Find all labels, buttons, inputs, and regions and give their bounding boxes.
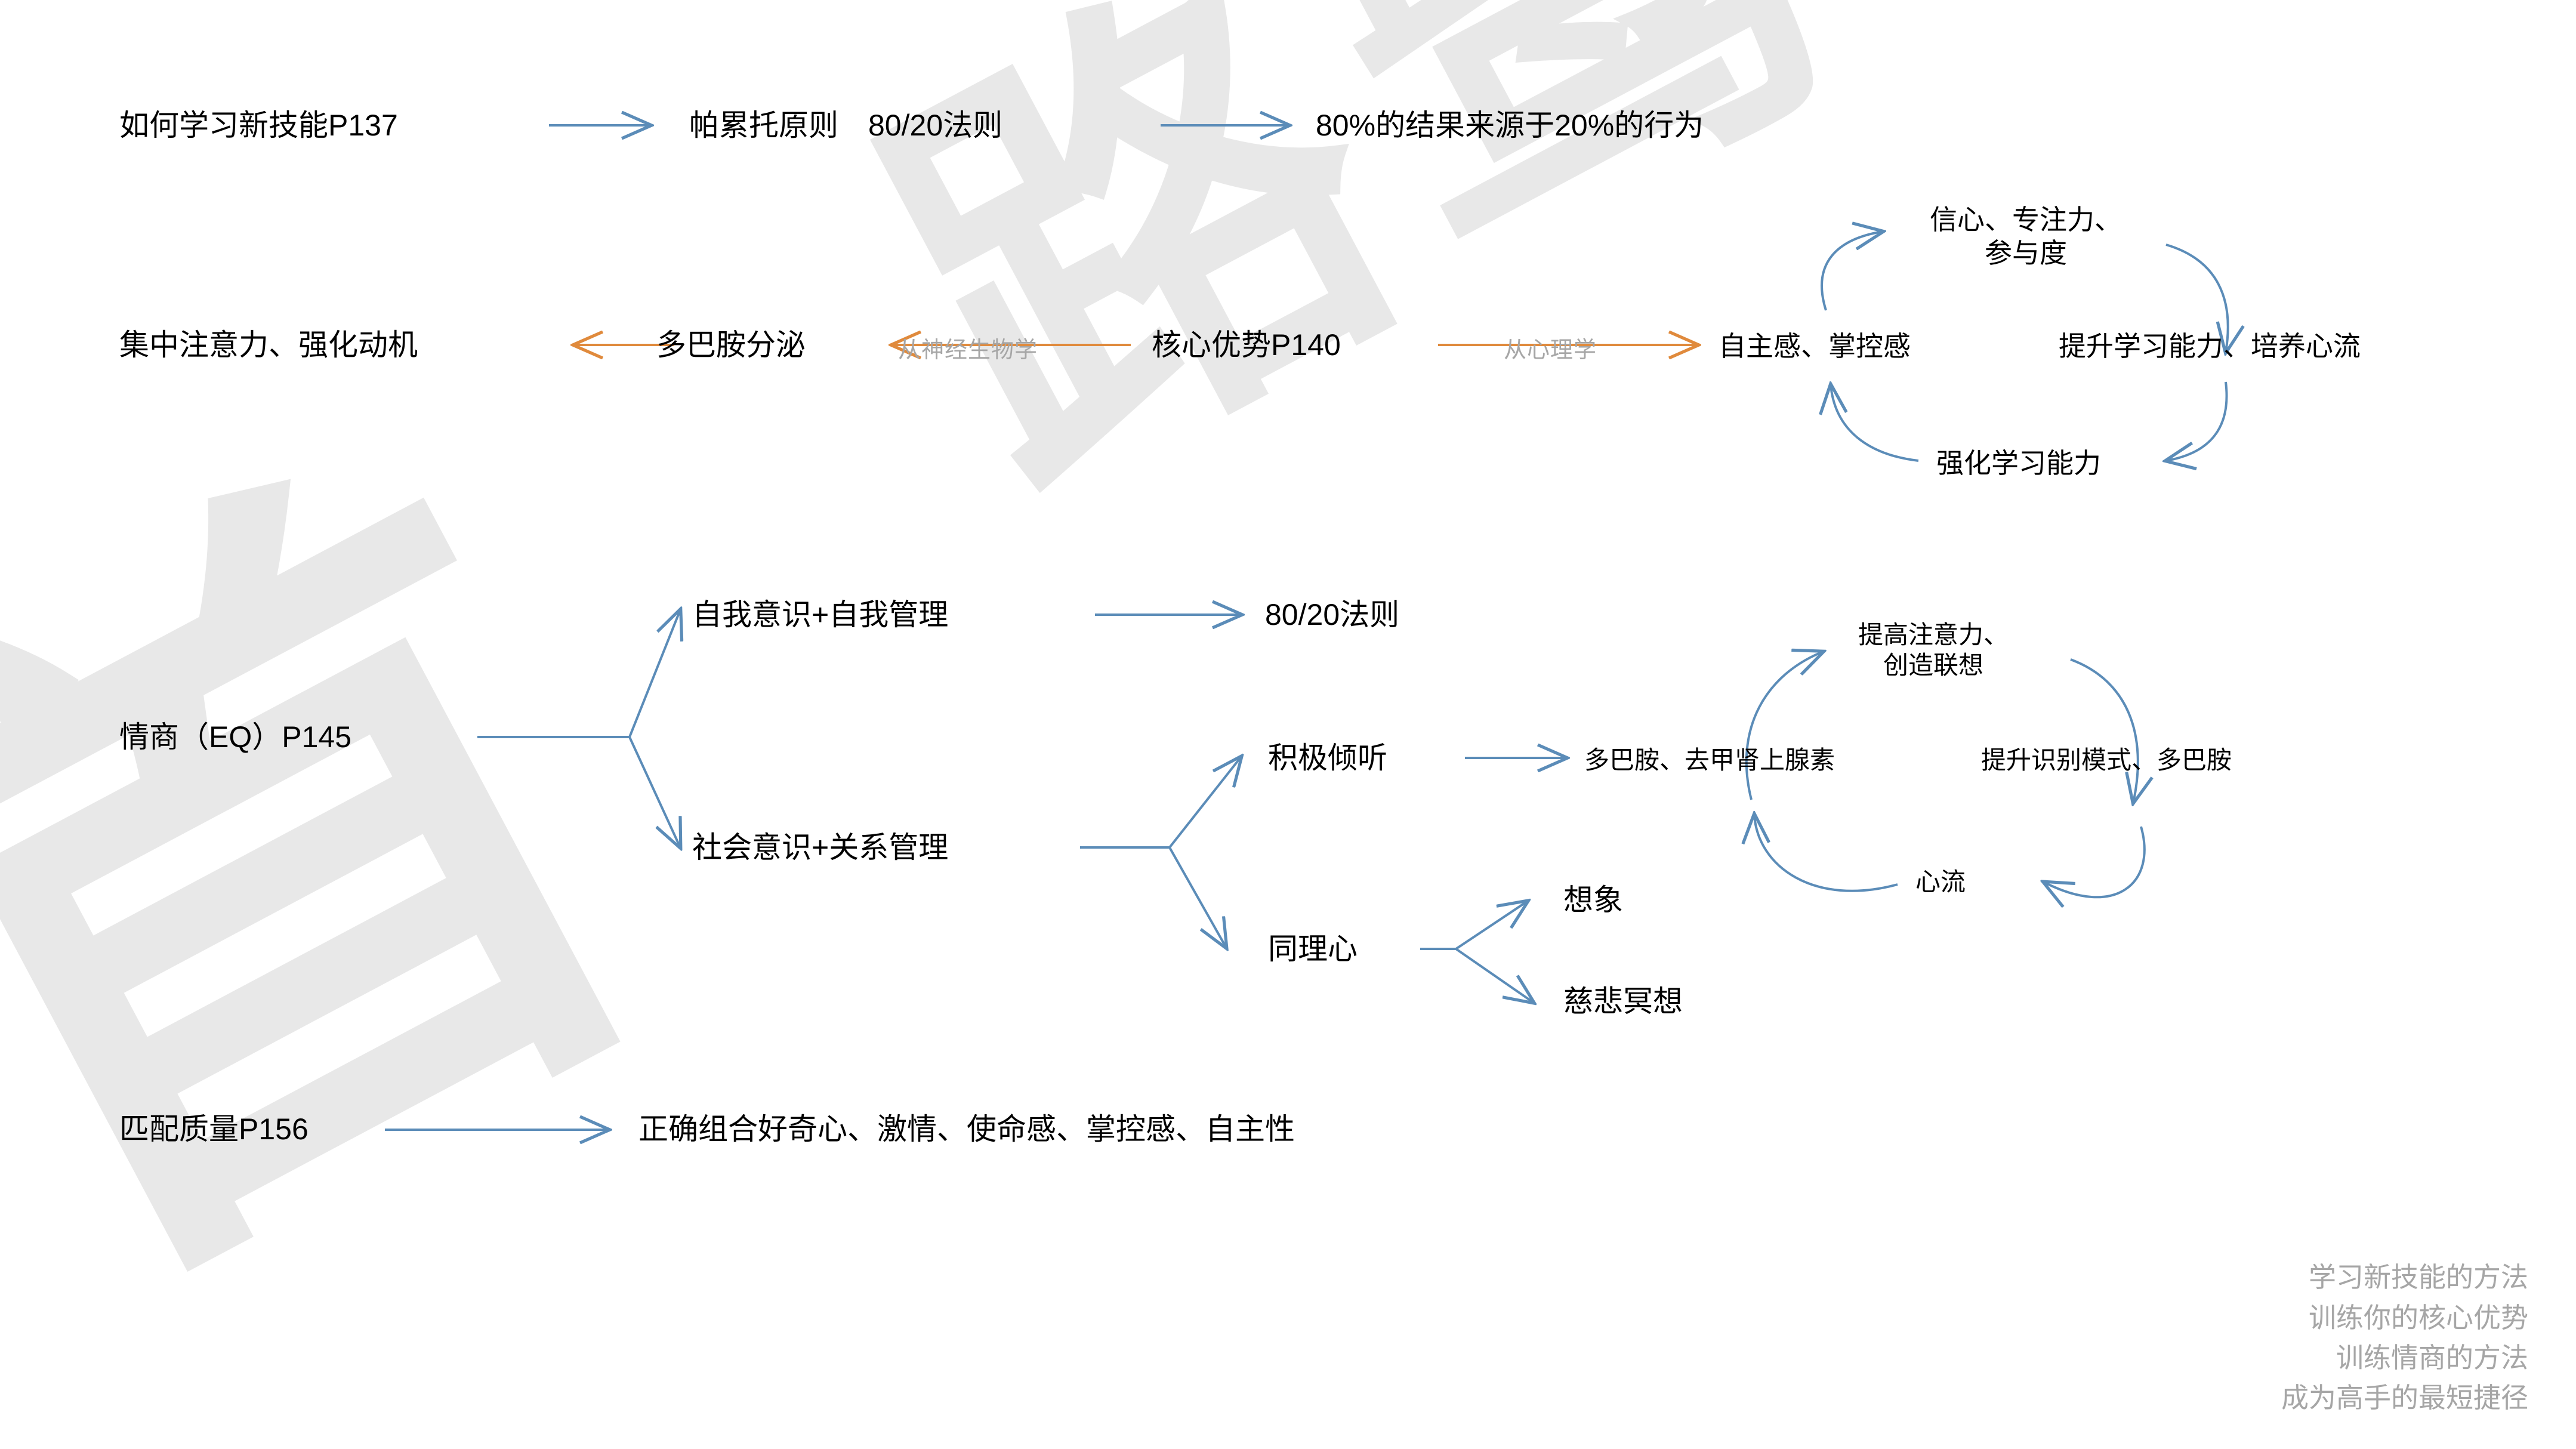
node-correct-combination[interactable]: 正确组合好奇心、激情、使命感、掌控感、自主性 [638,1112,1295,1146]
cycle-bottom-line2: 创造联想 [1883,651,1983,680]
footer-line-3: 训练情商的方法 [2336,1342,2528,1373]
node-8020-rule[interactable]: 80/20法则 [1265,598,1400,631]
edge-label-from-neurobiology: 从神经生物学 [898,338,1038,363]
footer-line-2: 训练你的核心优势 [2309,1302,2528,1333]
link-empathy-to-meditation [1420,948,1534,1003]
link-social-to-listen [1080,757,1241,849]
node-active-listening[interactable]: 积极倾听 [1268,741,1387,775]
node-focus-and-motivation[interactable]: 集中注意力、强化动机 [119,328,418,362]
node-cycle-top-confidence[interactable]: 信心、专注力、 参与度 [1898,203,2154,270]
link-social-to-empathy [1080,846,1226,948]
footer-line-4: 成为高手的最短捷径 [2281,1382,2528,1413]
footer-summary: 学习新技能的方法 训练你的核心优势 训练情商的方法 成为高手的最短捷径 [2281,1257,2528,1418]
watermark-text-lower: 首 [0,344,782,1410]
node-dopamine-norepinephrine[interactable]: 多巴胺、去甲肾上腺素 [1584,746,1835,774]
node-how-to-learn-new-skill[interactable]: 如何学习新技能P137 [119,109,398,142]
node-core-strength[interactable]: 核心优势P140 [1152,328,1341,362]
watermark-text-upper: 路鹭 [816,0,1929,576]
cycle-bottom-arc-right [2070,658,2138,803]
edge-label-from-psychology: 从心理学 [1504,338,1597,363]
node-cycle-bottom-pattern-recognition[interactable]: 提升识别模式、多巴胺 [1981,746,2232,774]
node-empathy[interactable]: 同理心 [1268,932,1358,966]
cycle-top-line2: 参与度 [1985,238,2067,269]
cycle-bottom-arc-bottom-right [2044,826,2146,897]
node-imagination[interactable]: 想象 [1563,883,1623,917]
cycle-top-arc-bottom-left [1831,385,1919,462]
node-match-quality[interactable]: 匹配质量P156 [119,1112,308,1146]
node-self-awareness-management[interactable]: 自我意识+自我管理 [692,598,949,631]
node-autonomy-and-mastery[interactable]: 自主感、掌控感 [1719,331,1911,362]
cycle-bottom-arc-bottom-left [1754,815,1898,892]
node-eq-root[interactable]: 情商（EQ）P145 [119,720,352,754]
node-8020-result[interactable]: 80%的结果来源于20%的行为 [1316,109,1704,142]
node-dopamine-secretion[interactable]: 多巴胺分泌 [656,328,806,362]
cycle-top-line1: 信心、专注力、 [1930,204,2122,235]
node-cycle-bottom-attention[interactable]: 提高注意力、 创造联想 [1820,619,2047,680]
node-social-awareness-relationship[interactable]: 社会意识+关系管理 [692,831,949,864]
link-eq-to-social [477,736,680,847]
node-compassion-meditation[interactable]: 慈悲冥想 [1563,985,1683,1018]
cycle-top-arc-left [1821,232,1883,311]
node-cycle-top-strengthen-learning[interactable]: 强化学习能力 [1936,448,2101,479]
cycle-top-arc-bottom-right [2166,381,2228,461]
cycle-bottom-arc-left [1745,652,1823,800]
node-pareto-principle[interactable]: 帕累托原则 80/20法则 [689,109,1003,142]
node-cycle-bottom-flow[interactable]: 心流 [1915,868,1966,896]
node-cycle-top-improve-learning[interactable]: 提升学习能力、培养心流 [2059,331,2361,362]
link-empathy-to-imagine [1420,901,1528,950]
footer-line-1: 学习新技能的方法 [2309,1262,2528,1293]
cycle-bottom-line1: 提高注意力、 [1858,621,2009,649]
link-eq-to-self [477,610,680,738]
